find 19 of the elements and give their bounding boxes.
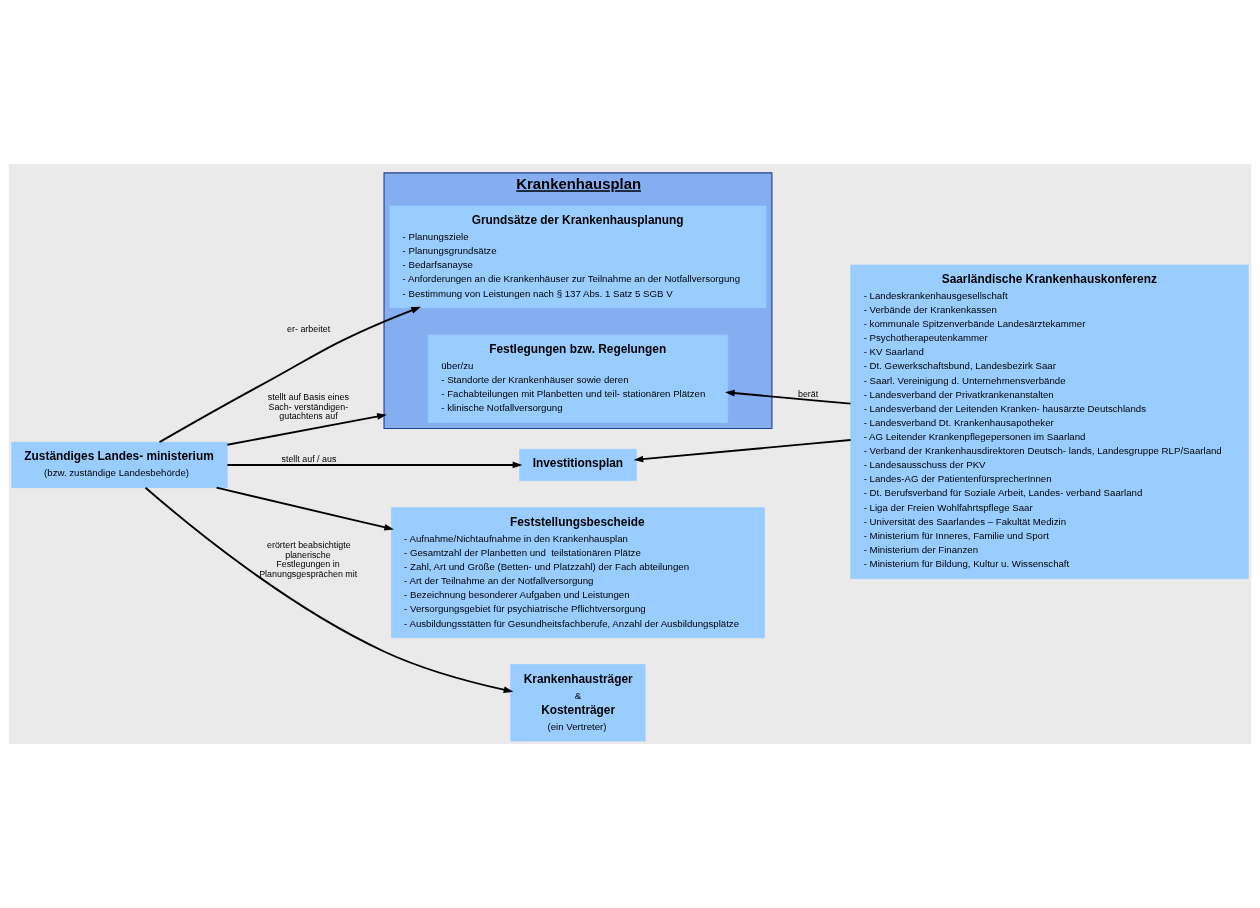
arrow <box>724 389 852 405</box>
edge-label: er- arbeitet <box>287 323 331 334</box>
node-box: Zuständiges Landes- ministerium (bzw. zuständige Landesbehörde) <box>11 441 228 488</box>
arrow <box>158 306 421 444</box>
edge-label: erörtert beabsichtigte planerische Festlegungen in Planungsgesprächen mit <box>259 539 358 579</box>
edge-label: stellt auf / aus <box>281 454 337 465</box>
arrow <box>144 486 514 693</box>
node-box: Festlegungen bzw. Regelungen über/zu - Standorte der Krankenhäuser sowie deren - Fachabteilungen mit Planbetten und teil- stationären Plätzen - klinische Notfallversorgung <box>427 334 729 423</box>
node-box: Feststellungsbescheide - Aufnahme/Nichtaufnahme in den Krankenhausplan - Gesamtzahl der Planbetten und teilstationären Plätze - Zahl, Art und Größe (Betten- und Platzzahl) der Fach abteilungen - Art der Teilnahme an der Notfallversorgung - Bezeichnung besonderer Aufgaben und Leistungen - Versorgungsgebiet für psychiatrische Pflichtversorgung - Ausbildungsstätten für Gesundheitsfachberufe, Anzahl der Ausbildungsplätze <box>391 507 765 639</box>
node-box: Krankenhausträger & Kostenträger (ein Vertreter) <box>510 664 646 742</box>
node-box: Saarländische Krankenhauskonferenz - Landeskrankenhausgesellschaft - Verbände der Krankenkassen - kommunale Spitzenverbände Landesärztekammer - Psychotherapeutenkammer - KV Saarland - Dt. Gewerkschaftsbund, Landesbezirk Saar - Saarl. Vereinigung d. Unternehmensverbände - Landesverband der Privatkrankenanstalten - Landesverband der Leitenden Kranken- hausärzte Deutschlands - Landesverband Dt. Krankenhausapotheker - AG Leitender Krankenpflegepersonen im Saarland - Verband der Krankenhausdirektoren Deutsch- lands, Landesgruppe RLP/Saarland - Landesausschuss der PKV - Landes-AG der PatientenfürsprecherInnen - Dt. Berufsverband für Soziale Arbeit, Landes- verband Saarland - Liga der Freien Wohlfahrtspflege Saar - Universität des Saarlandes – Fakultät Medizin - Ministerium für Inneres, Familie und Sport - Ministerium der Finanzen - Ministerium für Bildung, Kultur u. Wissenschaft <box>850 264 1249 580</box>
arrow <box>633 439 852 463</box>
arrow <box>226 461 523 469</box>
arrow <box>215 486 394 531</box>
edge-label: berät <box>797 389 819 400</box>
edge-label: stellt auf Basis eines Sach- verständigen- gutachtens auf <box>267 392 349 422</box>
arrow <box>226 413 387 446</box>
node-box: Investitionsplan <box>519 449 637 481</box>
node-box: Grundsätze der Krankenhausplanung - Planungsziele - Planungsgrundsätze - Bedarfsanayse - Anforderungen an die Krankenhäuser zur Teilnahme an der Notfallversorgung - Bestimmung von Leistungen nach § 137 Abs. 1 Satz 5 SGB V <box>389 205 767 309</box>
